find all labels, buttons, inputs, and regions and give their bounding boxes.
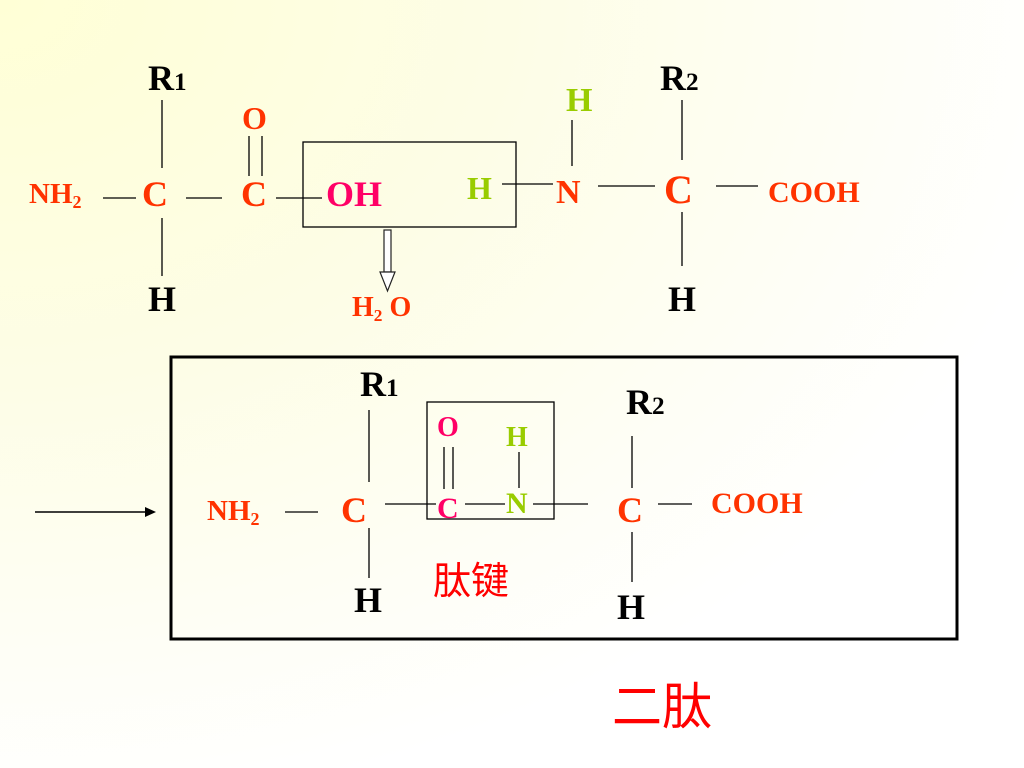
top-hydroxyl-group: OH <box>326 174 383 214</box>
top-alpha-hydrogen-2: H <box>668 279 697 319</box>
top-carboxyl-group: COOH <box>768 176 860 209</box>
peptide-bond-label: 肽键 <box>433 559 510 603</box>
water-release-arrow <box>379 229 396 293</box>
bottom-alpha-hydrogen-1: H <box>354 580 383 620</box>
bottom-oxygen: O <box>437 412 459 443</box>
top-r1-label: R1 <box>148 58 187 98</box>
bottom-amino-group: NH2 <box>207 495 260 530</box>
water-molecule-label: H2 O <box>352 292 412 325</box>
top-amino-group: NH2 <box>29 178 82 213</box>
bottom-carboxyl-group: COOH <box>711 487 803 520</box>
dipeptide-box <box>169 355 959 641</box>
peptide-bond-box <box>426 401 555 520</box>
bottom-r1-label: R1 <box>360 364 399 404</box>
bottom-carbonyl-carbon: C <box>437 492 459 525</box>
reaction-arrow-head <box>145 507 156 517</box>
top-alpha-hydrogen-1: H <box>148 279 177 319</box>
top-amino-hydrogen: H <box>467 170 492 206</box>
reacting-groups-box <box>302 141 517 228</box>
bottom-nitrogen: N <box>506 487 528 520</box>
top-r2-label: R2 <box>660 58 699 98</box>
bottom-r2-label: R2 <box>626 382 665 422</box>
top-carbonyl-carbon: C <box>241 174 267 214</box>
bottom-alpha-hydrogen-2: H <box>617 587 646 627</box>
top-nitrogen: N <box>556 174 581 211</box>
bottom-n-hydrogen: H <box>506 422 528 453</box>
top-alpha-carbon-2: C <box>664 167 693 212</box>
top-n-hydrogen: H <box>566 82 593 119</box>
dipeptide-label: 二肽 <box>612 678 712 736</box>
top-oxygen: O <box>242 100 267 136</box>
bottom-alpha-carbon-2: C <box>617 490 643 530</box>
bottom-alpha-carbon-1: C <box>341 490 367 530</box>
top-alpha-carbon-1: C <box>142 174 168 214</box>
